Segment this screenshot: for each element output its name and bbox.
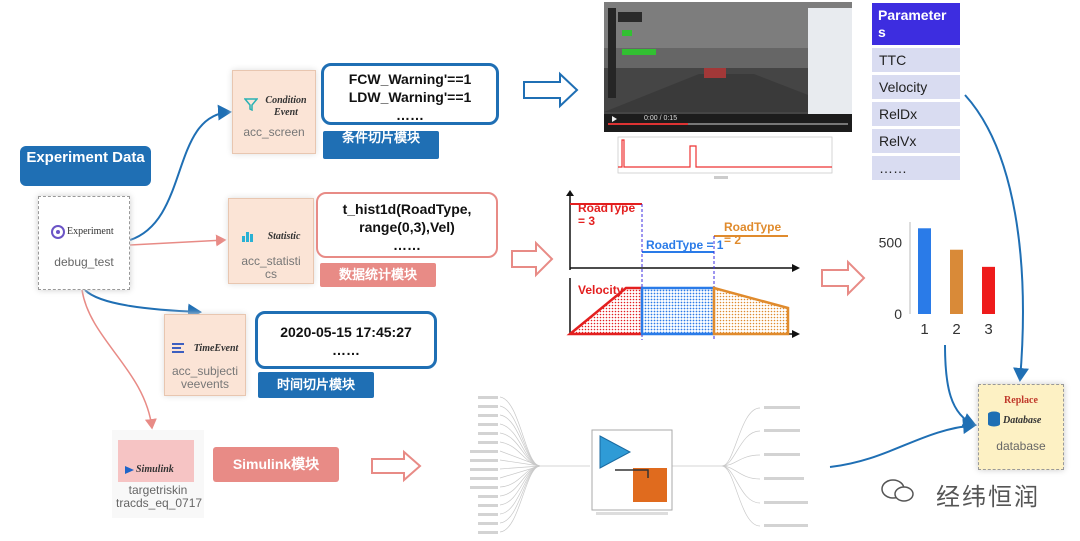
database-node[interactable]: Replace Database database <box>978 384 1064 470</box>
simulink-node[interactable]: Simulink targetriskin tracds_eq_0717 <box>112 430 204 518</box>
filter-icon <box>243 97 259 116</box>
roadtype-label-2: RoadType = 2 <box>724 220 782 247</box>
bar-1 <box>918 228 931 314</box>
statistic-code-box: t_hist1d(RoadType, range(0,3),Vel) …… <box>316 192 498 258</box>
roadtype-label-3: RoadType = 3 <box>578 201 636 228</box>
simulink-node-name: Simulink <box>136 464 174 475</box>
simulink-fan-diagram <box>499 396 761 533</box>
statistic-line-1: t_hist1d(RoadType, <box>342 201 472 217</box>
param-more: …… <box>872 156 960 180</box>
simulink-fan-labels <box>470 396 808 534</box>
experiment-node-sub: debug_test <box>54 255 114 269</box>
link-simulink-database <box>829 418 977 468</box>
timeevent-node[interactable]: TimeEvent acc_subjecti veevents <box>164 314 246 396</box>
x-tick-label: 2 <box>952 321 960 338</box>
wechat-icon <box>880 477 916 510</box>
statistic-line-2: range(0,3),Vel) <box>359 219 455 235</box>
link-velocity-database <box>964 94 1029 382</box>
simulink-icon <box>124 462 136 480</box>
simulink-node-sub: targetriskin tracds_eq_0717 <box>116 483 203 510</box>
database-icon <box>987 411 1001 432</box>
velocity-label: Velocity <box>578 283 624 297</box>
link-experiment-condition <box>129 104 232 241</box>
bar-3 <box>982 266 995 314</box>
condition-node-name: Condition Event <box>265 95 307 118</box>
param-velocity: Velocity <box>872 75 960 99</box>
condition-tag: 条件切片模块 <box>323 131 439 159</box>
condition-line-2: LDW_Warning'==1 <box>348 89 472 105</box>
y-tick-label: 500 <box>879 235 903 251</box>
video-time: 0:00 / 0:15 <box>644 115 678 122</box>
timeevent-node-name: TimeEvent <box>193 343 239 354</box>
param-reldx: RelDx <box>872 102 960 126</box>
simulink-tag: Simulink模块 <box>213 447 339 482</box>
hollow-arrow-blue <box>523 71 579 109</box>
link-experiment-statistic <box>129 234 227 247</box>
roadtype-diagram <box>566 190 800 340</box>
time-line-2: …… <box>332 342 360 358</box>
experiment-node-name: Experiment <box>67 226 114 237</box>
statistic-tag: 数据统计模块 <box>320 263 436 287</box>
database-node-sub: database <box>996 439 1046 453</box>
time-line-1: 2020-05-15 17:45:27 <box>280 324 412 340</box>
database-node-name-1: Replace <box>1004 395 1038 406</box>
watermark: 经纬恒润 <box>880 475 1070 511</box>
param-ttc: TTC <box>872 48 960 72</box>
simulink-node-inner <box>118 440 194 482</box>
time-tag: 时间切片模块 <box>258 372 374 398</box>
statistic-line-3: …… <box>393 237 421 253</box>
time-code-box: 2020-05-15 17:45:27 …… <box>255 311 437 369</box>
hollow-arrow-pink-3 <box>371 449 422 483</box>
bar-chart-icon <box>241 229 255 248</box>
link-experiment-timeevent <box>84 289 202 320</box>
condition-node[interactable]: Condition Event acc_screen <box>232 70 316 154</box>
x-tick-label: 3 <box>984 321 992 338</box>
simulink-block <box>591 429 673 515</box>
timeevent-node-sub: acc_subjecti veevents <box>171 364 239 391</box>
bar-2 <box>950 249 963 314</box>
parameters-header: Parameter s <box>872 3 960 45</box>
video-player[interactable]: 0:00 / 0:15 <box>604 2 852 132</box>
condition-code-box: FCW_Warning'==1 LDW_Warning'==1 …… <box>321 63 499 125</box>
statistic-node[interactable]: Statistic acc_statisti cs <box>228 198 314 284</box>
timeline-icon <box>171 341 185 360</box>
x-tick-label: 1 <box>920 321 928 338</box>
hollow-arrow-pink-1 <box>511 240 554 278</box>
signal-trace <box>604 132 852 182</box>
watermark-text: 经纬恒润 <box>936 484 1040 511</box>
statistic-node-sub: acc_statisti cs <box>241 254 301 281</box>
link-experiment-simulink <box>81 289 157 430</box>
param-relvx: RelVx <box>872 129 960 153</box>
histogram-chart: 0 500 1 2 3 <box>879 222 995 338</box>
database-node-name-2: Database <box>1003 415 1042 426</box>
experiment-icon <box>51 225 65 239</box>
roadtype-label-1: RoadType = 1 <box>646 238 724 252</box>
video-frame <box>604 2 852 132</box>
y-tick-label: 0 <box>894 306 902 322</box>
link-bars-database <box>944 344 977 428</box>
experiment-node[interactable]: Experiment debug_test <box>38 196 130 290</box>
condition-line-3: …… <box>396 107 424 123</box>
condition-node-sub: acc_screen <box>243 125 305 139</box>
hollow-arrow-pink-2 <box>821 259 866 297</box>
statistic-node-name: Statistic <box>267 231 301 242</box>
experiment-data-label: Experiment Data <box>20 146 151 186</box>
condition-line-1: FCW_Warning'==1 <box>348 71 472 87</box>
